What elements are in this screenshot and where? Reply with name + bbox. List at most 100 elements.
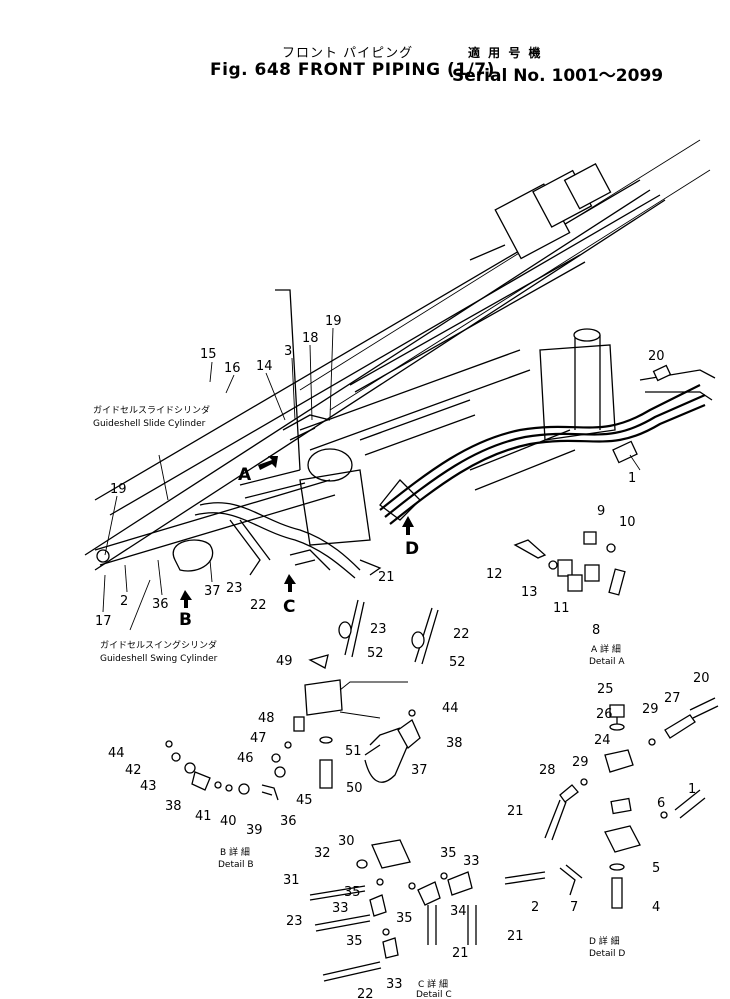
part-number: 48 xyxy=(258,711,275,726)
part-number: 5 xyxy=(652,861,660,876)
detail-b-label-jp: B 詳 細 xyxy=(220,846,250,858)
part-number: 11 xyxy=(553,601,570,616)
detail-c-label: Detail C xyxy=(416,990,452,999)
detail-b: 44 42 43 38 41 40 39 B 詳 細 Detail B xyxy=(108,740,263,870)
part-number: 21 xyxy=(378,570,395,585)
detail-d: 25 26 29 27 20 24 29 28 21 6 1 5 4 2 7 D… xyxy=(504,671,719,959)
detail-a: 9 10 12 13 11 8 A 詳 細 Detail A xyxy=(486,504,636,667)
part-number: 51 xyxy=(345,744,362,759)
part-number: 22 xyxy=(453,627,470,642)
part-number: 35 xyxy=(396,911,413,926)
part-number: 23 xyxy=(286,914,303,929)
part-number: 6 xyxy=(657,796,665,811)
part-number: 24 xyxy=(594,733,611,748)
part-number: 19 xyxy=(325,314,342,329)
part-number: 43 xyxy=(140,779,157,794)
detail-b-label: Detail B xyxy=(218,860,254,870)
part-number: 35 xyxy=(346,934,363,949)
part-number: 20 xyxy=(648,349,665,364)
serial-range: Serial No. 1001～2099 xyxy=(452,66,664,86)
part-number: 30 xyxy=(338,834,355,849)
figure-title: Fig. 648 FRONT PIPING (1/7) xyxy=(210,60,495,80)
part-number: 45 xyxy=(296,793,313,808)
part-number: 52 xyxy=(367,646,384,661)
part-number: 35 xyxy=(440,846,457,861)
part-number: 18 xyxy=(302,331,319,346)
arrow-d-icon xyxy=(402,516,414,535)
detail-a-label: Detail A xyxy=(589,657,625,667)
part-number: 44 xyxy=(442,701,459,716)
part-number: 21 xyxy=(507,929,524,944)
part-number: 33 xyxy=(386,977,403,992)
part-number: 36 xyxy=(280,814,297,829)
part-number: 32 xyxy=(314,846,331,861)
center-exploded-group: 23 22 52 52 49 48 44 47 51 38 46 37 50 4… xyxy=(237,599,470,829)
main-part-numbers: 15 16 14 3 18 19 20 1 19 17 2 36 37 23 2… xyxy=(95,314,665,629)
part-number: 3 xyxy=(284,344,292,359)
part-number: 44 xyxy=(108,746,125,761)
detail-arrow-label: C xyxy=(283,597,295,617)
hose-bundle xyxy=(129,289,716,631)
part-number: 28 xyxy=(539,763,556,778)
part-number: 46 xyxy=(237,751,254,766)
part-number: 36 xyxy=(152,597,169,612)
part-number: 19 xyxy=(110,482,127,497)
arrow-a-icon xyxy=(258,456,278,470)
part-number: 33 xyxy=(463,854,480,869)
part-number: 20 xyxy=(693,671,710,686)
part-number: 33 xyxy=(332,901,349,916)
part-number: 21 xyxy=(452,946,469,961)
part-number: 17 xyxy=(95,614,112,629)
figure-title-japanese: フロント パイピング xyxy=(282,46,414,61)
part-number: 7 xyxy=(570,900,578,915)
slide-cylinder-label: Guideshell Slide Cylinder xyxy=(93,419,206,429)
detail-c-label-jp: C 詳 細 xyxy=(418,978,448,990)
part-number: 38 xyxy=(446,736,463,751)
detail-c: 30 32 35 33 31 35 33 34 23 35 21 21 35 2… xyxy=(283,834,524,999)
part-number: 8 xyxy=(592,623,600,638)
part-number: 37 xyxy=(411,763,428,778)
boom-structure xyxy=(84,139,711,571)
detail-arrow-label: B xyxy=(179,610,192,630)
part-number: 22 xyxy=(357,987,374,999)
part-number: 10 xyxy=(619,515,636,530)
swing-cylinder-label: Guideshell Swing Cylinder xyxy=(100,654,218,664)
detail-arrow-label: A xyxy=(238,465,252,485)
part-number: 9 xyxy=(597,504,605,519)
detail-d-label-jp: D 詳 細 xyxy=(589,935,620,947)
part-number: 29 xyxy=(572,755,589,770)
part-number: 23 xyxy=(226,581,243,596)
part-number: 13 xyxy=(521,585,538,600)
part-number: 2 xyxy=(531,900,539,915)
part-number: 4 xyxy=(652,900,660,915)
part-number: 14 xyxy=(256,359,273,374)
part-number: 25 xyxy=(597,682,614,697)
part-number: 21 xyxy=(507,804,524,819)
part-number: 50 xyxy=(346,781,363,796)
arrow-b-icon xyxy=(180,590,192,608)
part-number: 1 xyxy=(628,471,636,486)
serial-label-japanese: 適 用 号 機 xyxy=(468,46,543,60)
arrow-c-icon xyxy=(284,574,296,592)
part-number: 15 xyxy=(200,347,217,362)
part-number: 23 xyxy=(370,622,387,637)
part-number: 27 xyxy=(664,691,681,706)
detail-a-label-jp: A 詳 細 xyxy=(591,643,621,655)
detail-d-label: Detail D xyxy=(589,949,625,959)
part-number: 49 xyxy=(276,654,293,669)
part-number: 38 xyxy=(165,799,182,814)
part-number: 35 xyxy=(344,885,361,900)
part-number: 37 xyxy=(204,584,221,599)
part-number: 42 xyxy=(125,763,142,778)
part-number: 16 xyxy=(224,361,241,376)
part-number: 47 xyxy=(250,731,267,746)
swing-cylinder-label-jp: ガイドセルスイングシリンダ xyxy=(100,639,217,651)
part-number: 39 xyxy=(246,823,263,838)
part-number: 52 xyxy=(449,655,466,670)
part-number: 26 xyxy=(596,707,613,722)
part-number: 22 xyxy=(250,598,267,613)
part-number: 1 xyxy=(688,782,696,797)
slide-cylinder-label-jp: ガイドセルスライドシリンダ xyxy=(93,404,210,416)
part-number: 34 xyxy=(450,904,467,919)
